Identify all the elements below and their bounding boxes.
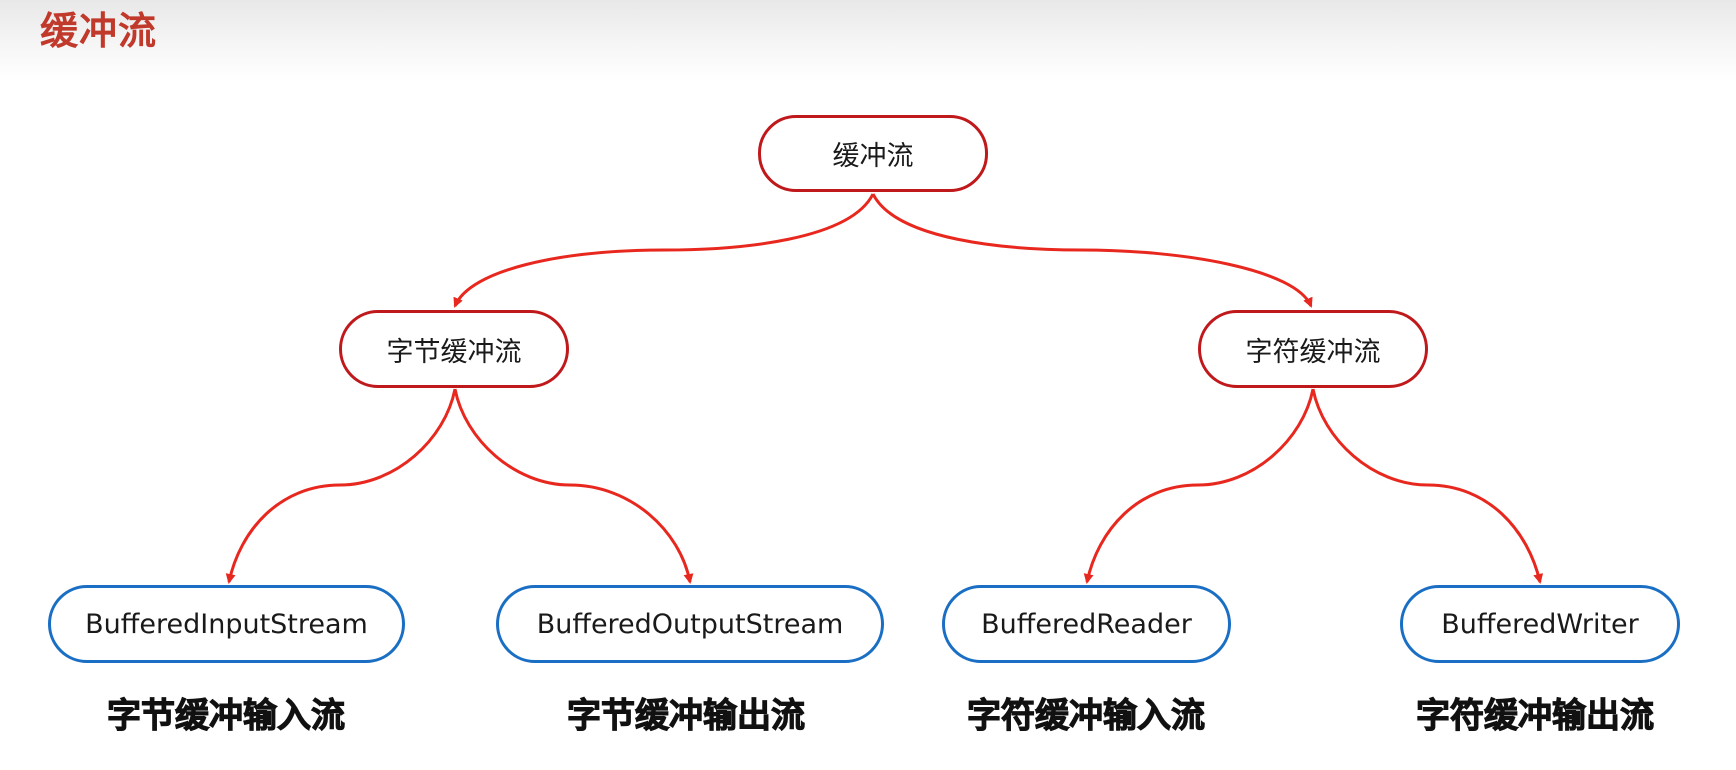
connector-root-to-char: [871, 193, 1313, 308]
node-byte-buffered-stream: 字节缓冲流: [339, 310, 569, 388]
node-buffered-writer: BufferedWriter: [1400, 585, 1680, 663]
node-buffered-input-stream: BufferedInputStream: [48, 585, 405, 663]
node-char-buffered-stream: 字符缓冲流: [1198, 310, 1428, 388]
caption-char-buffered-input: 字符缓冲输入流: [967, 696, 1206, 737]
caption-byte-buffered-output: 字节缓冲输出流: [567, 696, 806, 737]
connector-byte-to-output: [453, 388, 694, 584]
node-buffered-input-stream-label: BufferedInputStream: [85, 608, 368, 640]
node-byte-buffered-stream-label: 字节缓冲流: [386, 336, 522, 368]
node-buffered-reader: BufferedReader: [942, 585, 1231, 663]
node-buffered-stream: 缓冲流: [758, 115, 988, 192]
node-char-buffered-stream-label: 字符缓冲流: [1245, 336, 1381, 368]
node-buffered-stream-label: 缓冲流: [832, 141, 914, 172]
node-buffered-reader-label: BufferedReader: [981, 608, 1192, 640]
caption-byte-buffered-input: 字节缓冲输入流: [107, 696, 346, 737]
connector-root-to-byte: [453, 193, 875, 308]
connector-char-to-writer: [1311, 388, 1544, 584]
caption-char-buffered-output: 字符缓冲输出流: [1416, 696, 1655, 737]
node-buffered-output-stream-label: BufferedOutputStream: [536, 608, 844, 640]
node-buffered-writer-label: BufferedWriter: [1441, 608, 1639, 640]
page-title: 缓冲流: [40, 9, 158, 53]
header-band: [0, 0, 1736, 82]
node-buffered-output-stream: BufferedOutputStream: [496, 585, 884, 663]
connector-char-to-reader: [1083, 388, 1315, 584]
connector-byte-to-input: [225, 388, 457, 584]
